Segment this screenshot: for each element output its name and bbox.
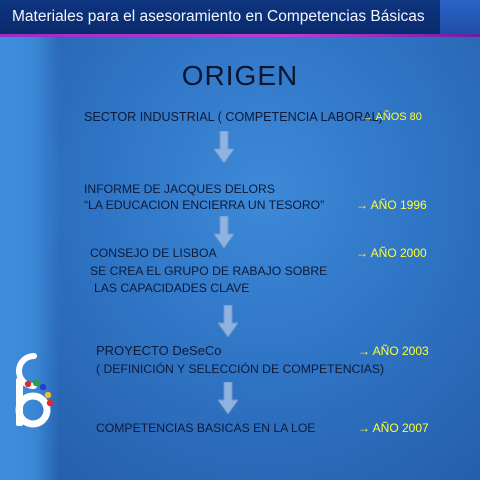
item-3-line-3: LAS CAPACIDADES CLAVE bbox=[94, 281, 250, 295]
item-4-line-1: PROYECTO DeSeCo bbox=[96, 343, 222, 358]
header-right-block bbox=[440, 0, 480, 34]
item-2-line-1: INFORME DE JACQUES DELORS bbox=[84, 182, 275, 196]
header-title: Materiales para el asesoramiento en Comp… bbox=[12, 8, 425, 25]
down-arrow-icon bbox=[218, 305, 238, 337]
item-2-line-2: “LA EDUCACION ENCIERRA UN TESORO” bbox=[84, 198, 325, 212]
item-1-year: → AÑOS 80 bbox=[362, 111, 422, 123]
header-accent-line bbox=[0, 34, 480, 37]
down-arrow-icon bbox=[218, 382, 238, 414]
down-arrow-icon bbox=[214, 131, 234, 163]
item-3-line-1: CONSEJO DE LISBOA bbox=[90, 246, 217, 260]
item-2-year: → AÑO 1996 bbox=[356, 198, 427, 212]
item-1-line-1: SECTOR INDUSTRIAL ( COMPETENCIA LABORAL) bbox=[84, 110, 383, 124]
item-5-line-1: COMPETENCIAS BASICAS EN LA LOE bbox=[96, 421, 316, 435]
down-arrow-icon bbox=[214, 216, 234, 248]
cb-logo-icon bbox=[15, 353, 54, 428]
item-3-year: → AÑO 2000 bbox=[356, 246, 427, 260]
item-4-year: → AÑO 2003 bbox=[358, 344, 429, 358]
header-bar bbox=[0, 0, 480, 34]
item-5-year: → AÑO 2007 bbox=[358, 421, 429, 435]
item-3-line-2: SE CREA EL GRUPO DE RABAJO SOBRE bbox=[90, 264, 328, 278]
slide-title: ORIGEN bbox=[181, 60, 299, 91]
item-4-line-2: ( DEFINICIÓN Y SELECCIÓN DE COMPETENCIAS… bbox=[96, 362, 385, 376]
